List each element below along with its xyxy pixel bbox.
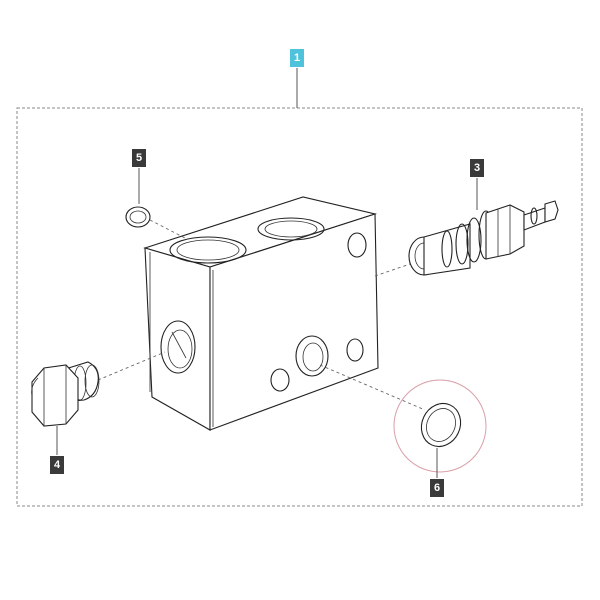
axis-large-oring <box>319 364 426 411</box>
large-oring-part <box>420 402 462 448</box>
small-oring-part <box>125 206 151 228</box>
callout-plug[interactable]: 4 <box>50 456 64 474</box>
axis-small-oring <box>149 219 186 239</box>
axis-cartridge <box>374 263 411 277</box>
callout-main-assembly[interactable]: 1 <box>290 49 304 67</box>
plug-part <box>31 361 100 427</box>
valve-body <box>143 196 379 431</box>
callout-small-oring[interactable]: 5 <box>132 149 146 167</box>
cartridge-valve-part <box>408 200 559 276</box>
axis-plug <box>97 351 166 381</box>
callout-large-oring[interactable]: 6 <box>430 479 444 497</box>
callout-cartridge[interactable]: 3 <box>470 159 484 177</box>
assembly-frame <box>16 107 583 507</box>
highlight-ring <box>393 379 487 473</box>
